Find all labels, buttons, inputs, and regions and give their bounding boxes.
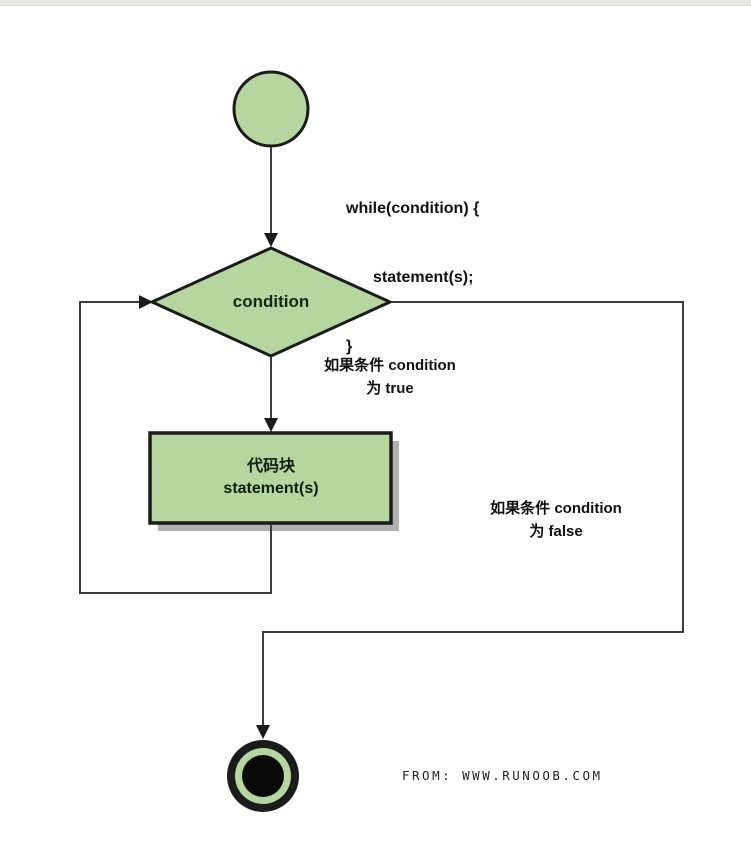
- page-top-divider: [0, 0, 751, 6]
- end-node-inner-dot: [242, 755, 284, 797]
- statement-block-label: 代码块 statement(s): [223, 456, 318, 500]
- arrowhead-into-block-top: [264, 418, 278, 432]
- edge-loop-back: [79, 301, 272, 594]
- arrowhead-into-end: [256, 725, 270, 739]
- arrowhead-into-condition-left: [139, 295, 153, 309]
- false-branch-label-line1: 如果条件 condition: [490, 500, 622, 517]
- attribution-text: FROM: WWW.RUNOOB.COM: [402, 768, 603, 783]
- true-branch-label-line2: 为 true: [366, 380, 414, 397]
- code-line: while(condition) {: [346, 200, 480, 217]
- true-branch-label: 如果条件 condition 为 true: [324, 354, 456, 400]
- condition-node-label: condition: [232, 292, 310, 311]
- code-line: statement(s);: [373, 269, 474, 286]
- true-branch-label-line1: 如果条件 condition: [324, 357, 456, 374]
- statement-block-rect: [148, 431, 393, 525]
- code-annotation: while(condition) { statement(s); }: [346, 151, 479, 404]
- start-node-circle: [232, 70, 310, 148]
- false-branch-label-line2: 为 false: [529, 523, 583, 540]
- code-line: }: [346, 338, 353, 355]
- false-branch-label: 如果条件 condition 为 false: [490, 497, 622, 543]
- edge-false-branch: [262, 301, 684, 726]
- arrowhead-into-condition-top: [264, 233, 278, 247]
- condition-node-diamond: [148, 246, 394, 358]
- statement-block-label-line2: statement(s): [223, 480, 319, 497]
- statement-block-label-line1: 代码块: [246, 458, 296, 475]
